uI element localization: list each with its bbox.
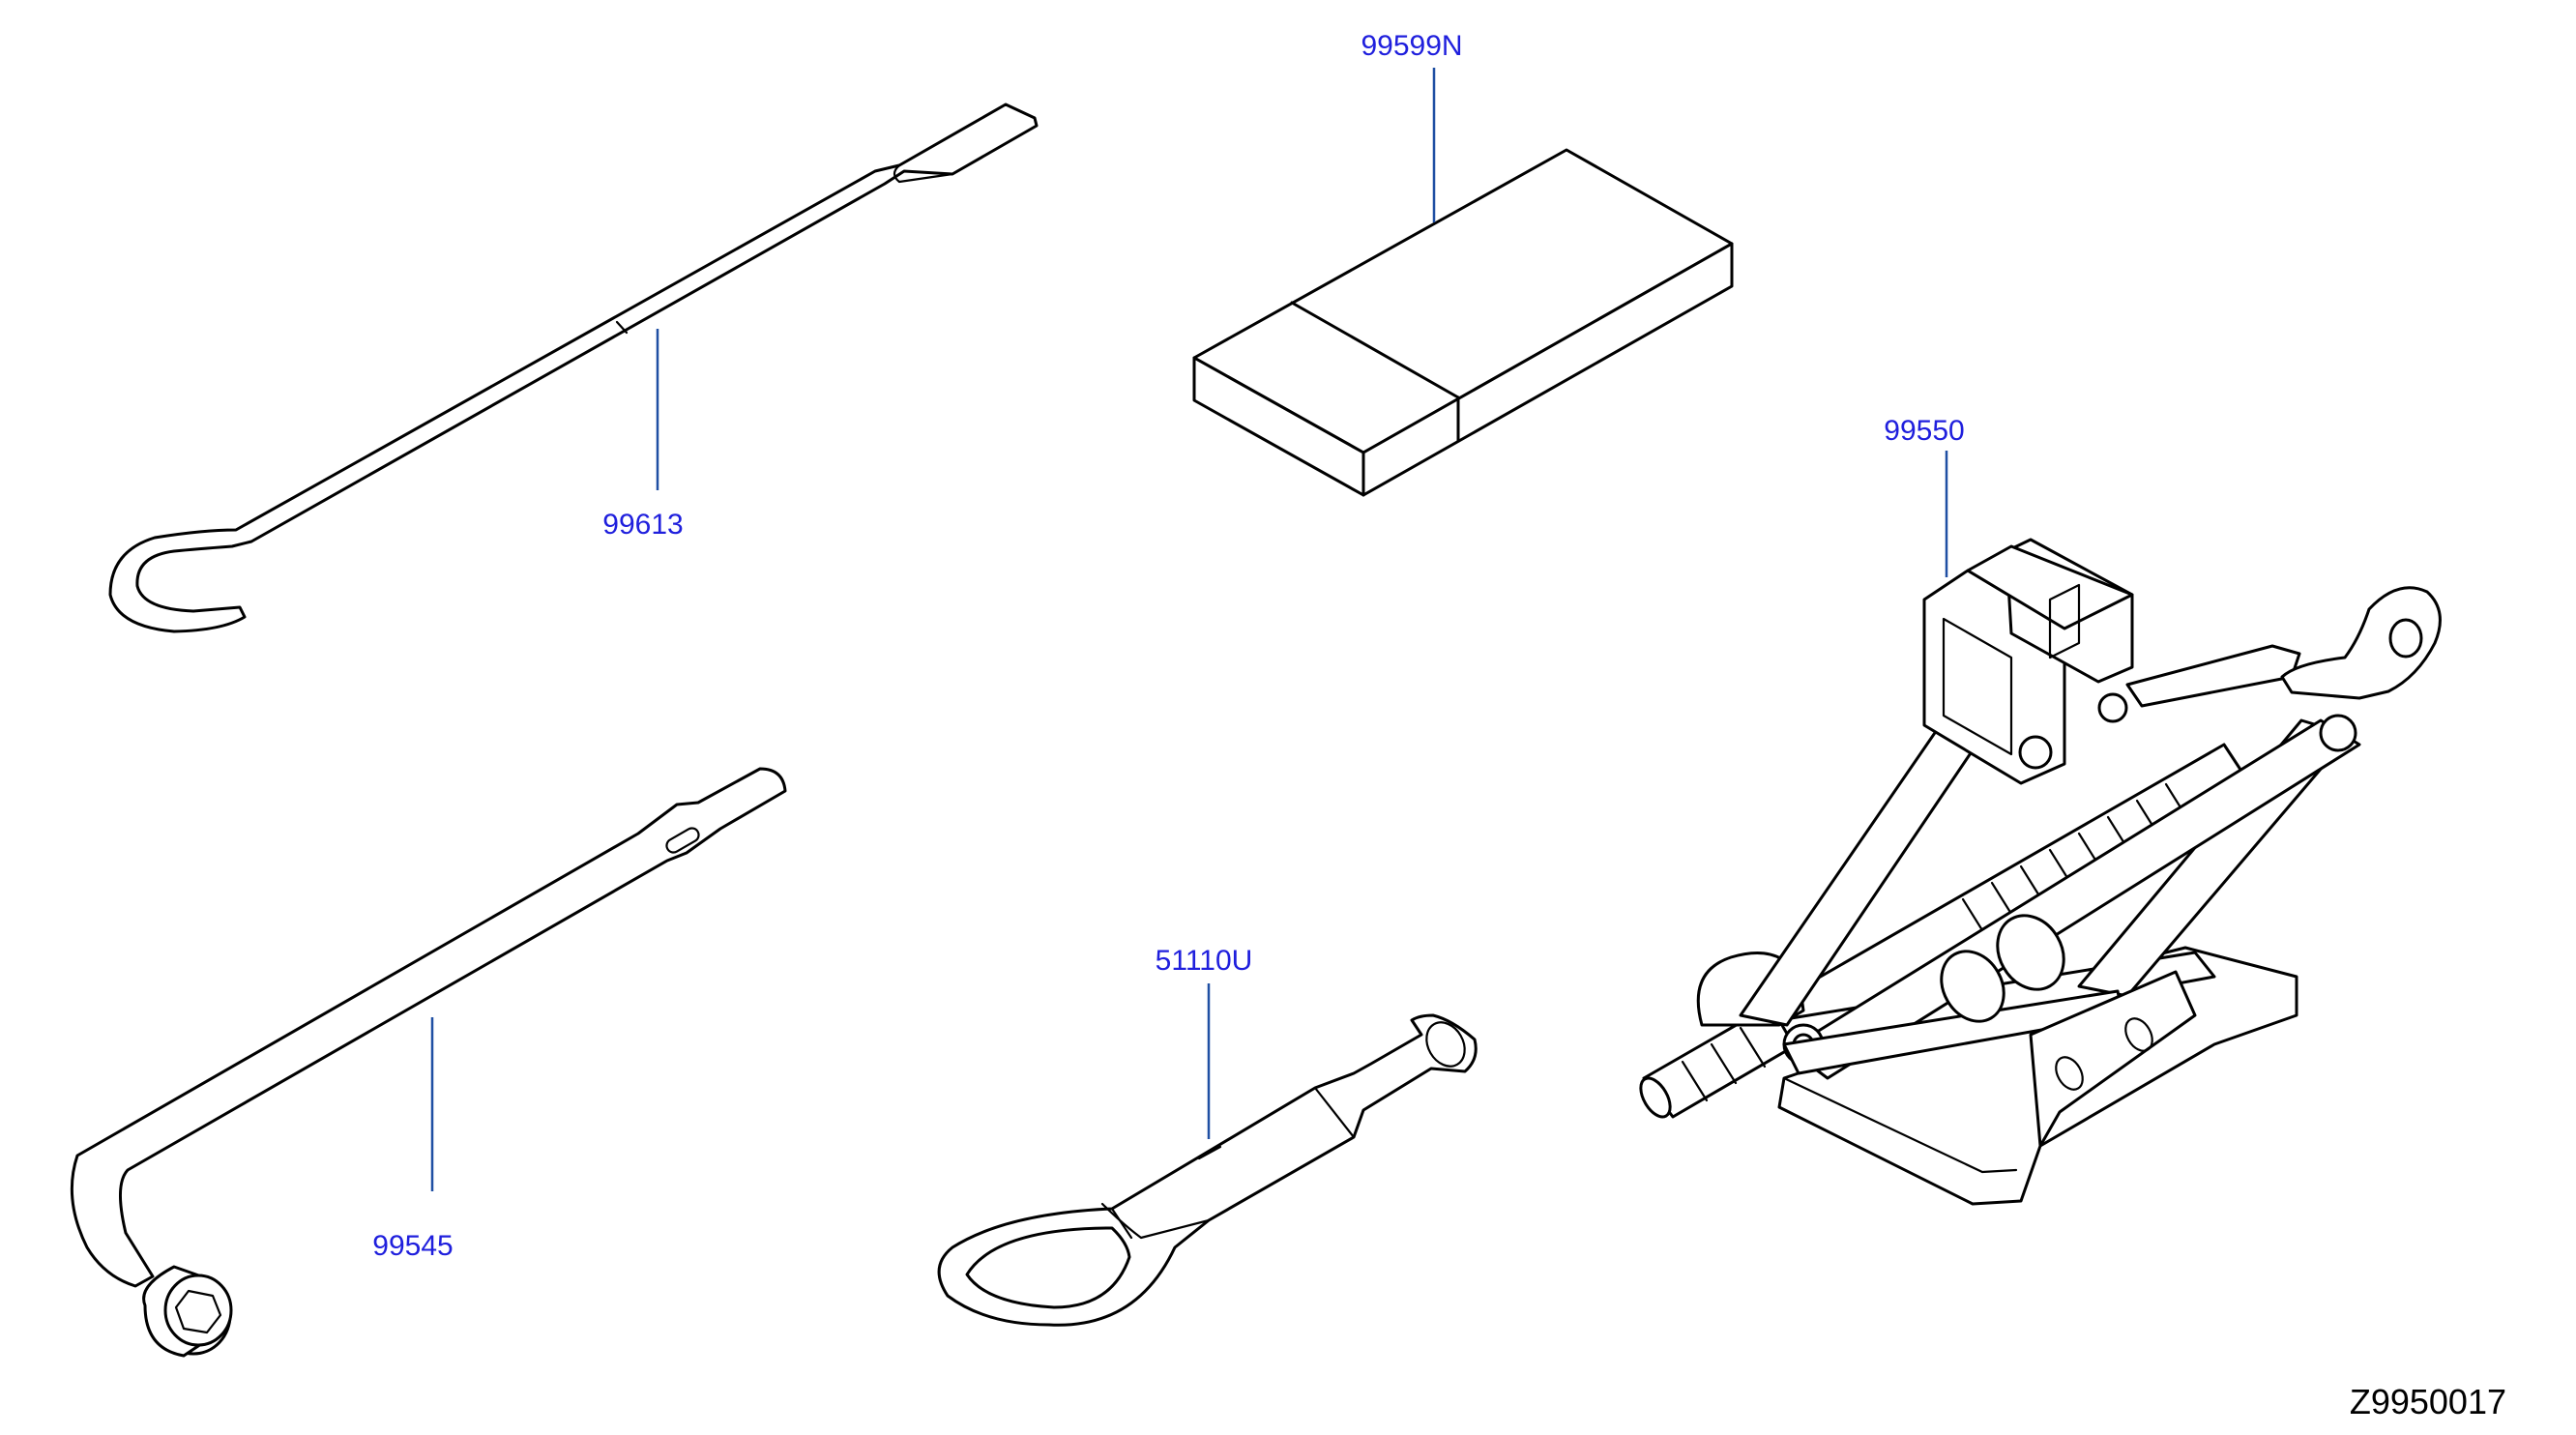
part-number-99545[interactable]: 99545 (372, 1230, 453, 1262)
part-number-99613[interactable]: 99613 (602, 509, 683, 541)
jack-rod-illustration (108, 102, 1039, 633)
part-number-99550[interactable]: 99550 (1884, 415, 1964, 447)
tool-bag-illustration (1192, 148, 1734, 497)
tow-hook-illustration (937, 1013, 1478, 1327)
leader-lines (430, 68, 1948, 1191)
scissor-jack-illustration (1639, 538, 2442, 1206)
wheel-wrench-illustration (70, 767, 787, 1358)
part-labels: 99599N 99613 99550 51110U 99545 (372, 30, 1964, 1262)
diagram-code: Z9950017 (2350, 1382, 2506, 1421)
part-number-99599N[interactable]: 99599N (1361, 30, 1462, 62)
part-number-51110U[interactable]: 51110U (1156, 945, 1253, 977)
